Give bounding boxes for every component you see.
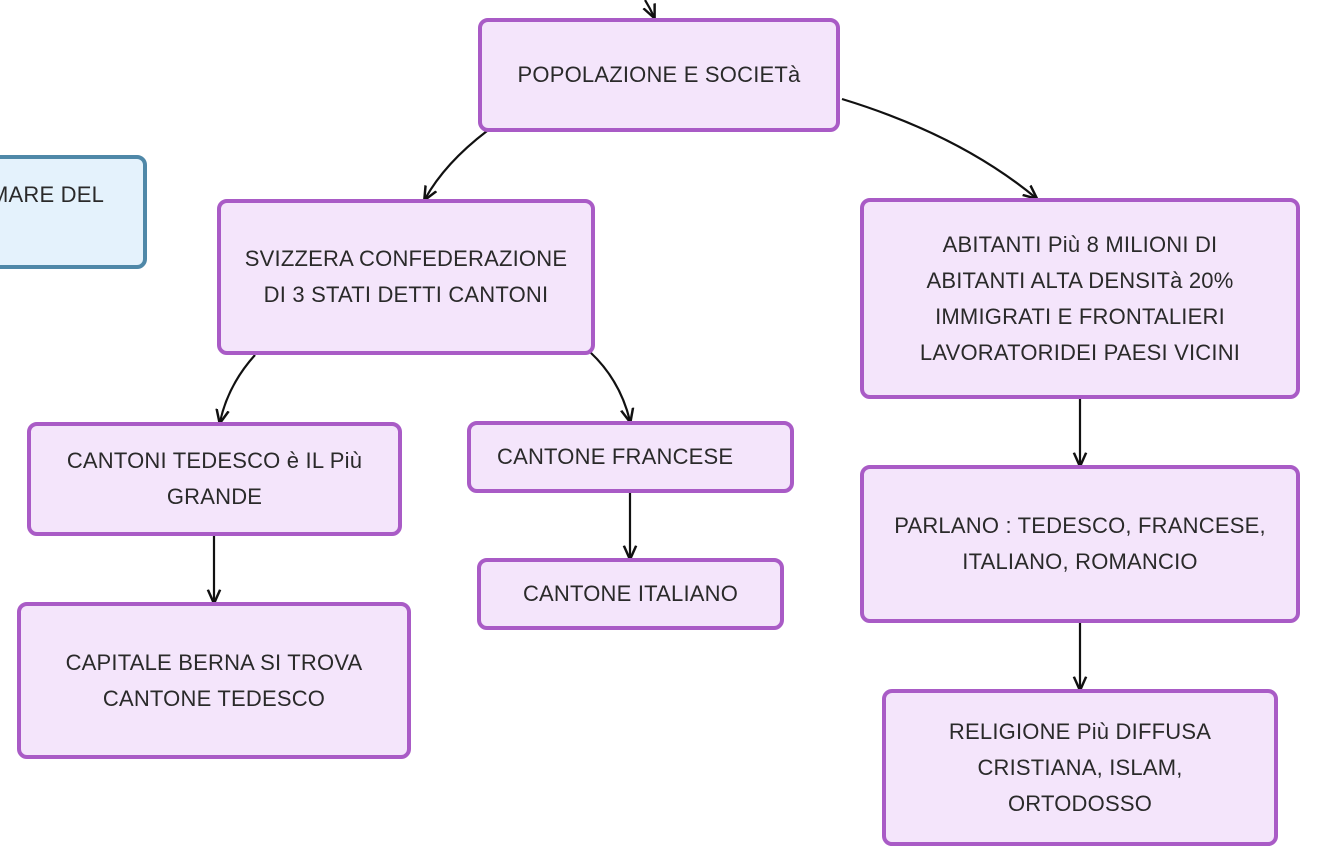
node-tedesco-label: CANTONI TEDESCO è IL Più GRANDE [66,448,363,509]
node-parlano[interactable]: PARLANO : TEDESCO, FRANCESE, ITALIANO, R… [860,465,1300,623]
node-cantoni-tedesco[interactable]: CANTONI TEDESCO è IL Più GRANDE [27,422,402,536]
node-religione[interactable]: RELIGIONE Più DIFFUSA CRISTIANA, ISLAM, … [882,689,1278,846]
node-parlano-label: PARLANO : TEDESCO, FRANCESE, ITALIANO, R… [894,513,1266,574]
node-mare-del[interactable]: MARE DEL [0,155,147,269]
node-cantone-francese[interactable]: CANTONE FRANCESE [467,421,794,493]
node-popolazione-label: POPOLAZIONE E SOCIETà [517,62,801,87]
connector-top-to-popolazione [645,0,654,17]
node-abitanti[interactable]: ABITANTI Più 8 MILIONI DI ABITANTI ALTA … [860,198,1300,399]
node-svizzera-label: SVIZZERA CONFEDERAZIONE DI 3 STATI DETTI… [244,246,568,307]
node-cantone-italiano[interactable]: CANTONE ITALIANO [477,558,784,630]
connector-svizzera-to-tedesco [220,354,256,422]
node-capitale-berna[interactable]: CAPITALE BERNA SI TROVA CANTONE TEDESCO [17,602,411,759]
node-svizzera-confederazione[interactable]: SVIZZERA CONFEDERAZIONE DI 3 STATI DETTI… [217,199,595,355]
connector-svizzera-to-francese [589,351,630,421]
node-italiano-label: CANTONE ITALIANO [522,581,739,606]
node-popolazione-e-societa[interactable]: POPOLAZIONE E SOCIETà [478,18,840,132]
node-religione-label: RELIGIONE Più DIFFUSA CRISTIANA, ISLAM, … [948,718,1212,816]
node-mare-label: MARE DEL [0,182,105,207]
connector-popolazione-to-abitanti [841,97,1036,198]
node-francese-label: CANTONE FRANCESE [497,444,734,469]
node-capitale-label: CAPITALE BERNA SI TROVA CANTONE TEDESCO [65,649,363,711]
node-abitanti-label: ABITANTI Più 8 MILIONI DI ABITANTI ALTA … [919,231,1241,365]
connector-popolazione-to-svizzera [425,130,488,199]
